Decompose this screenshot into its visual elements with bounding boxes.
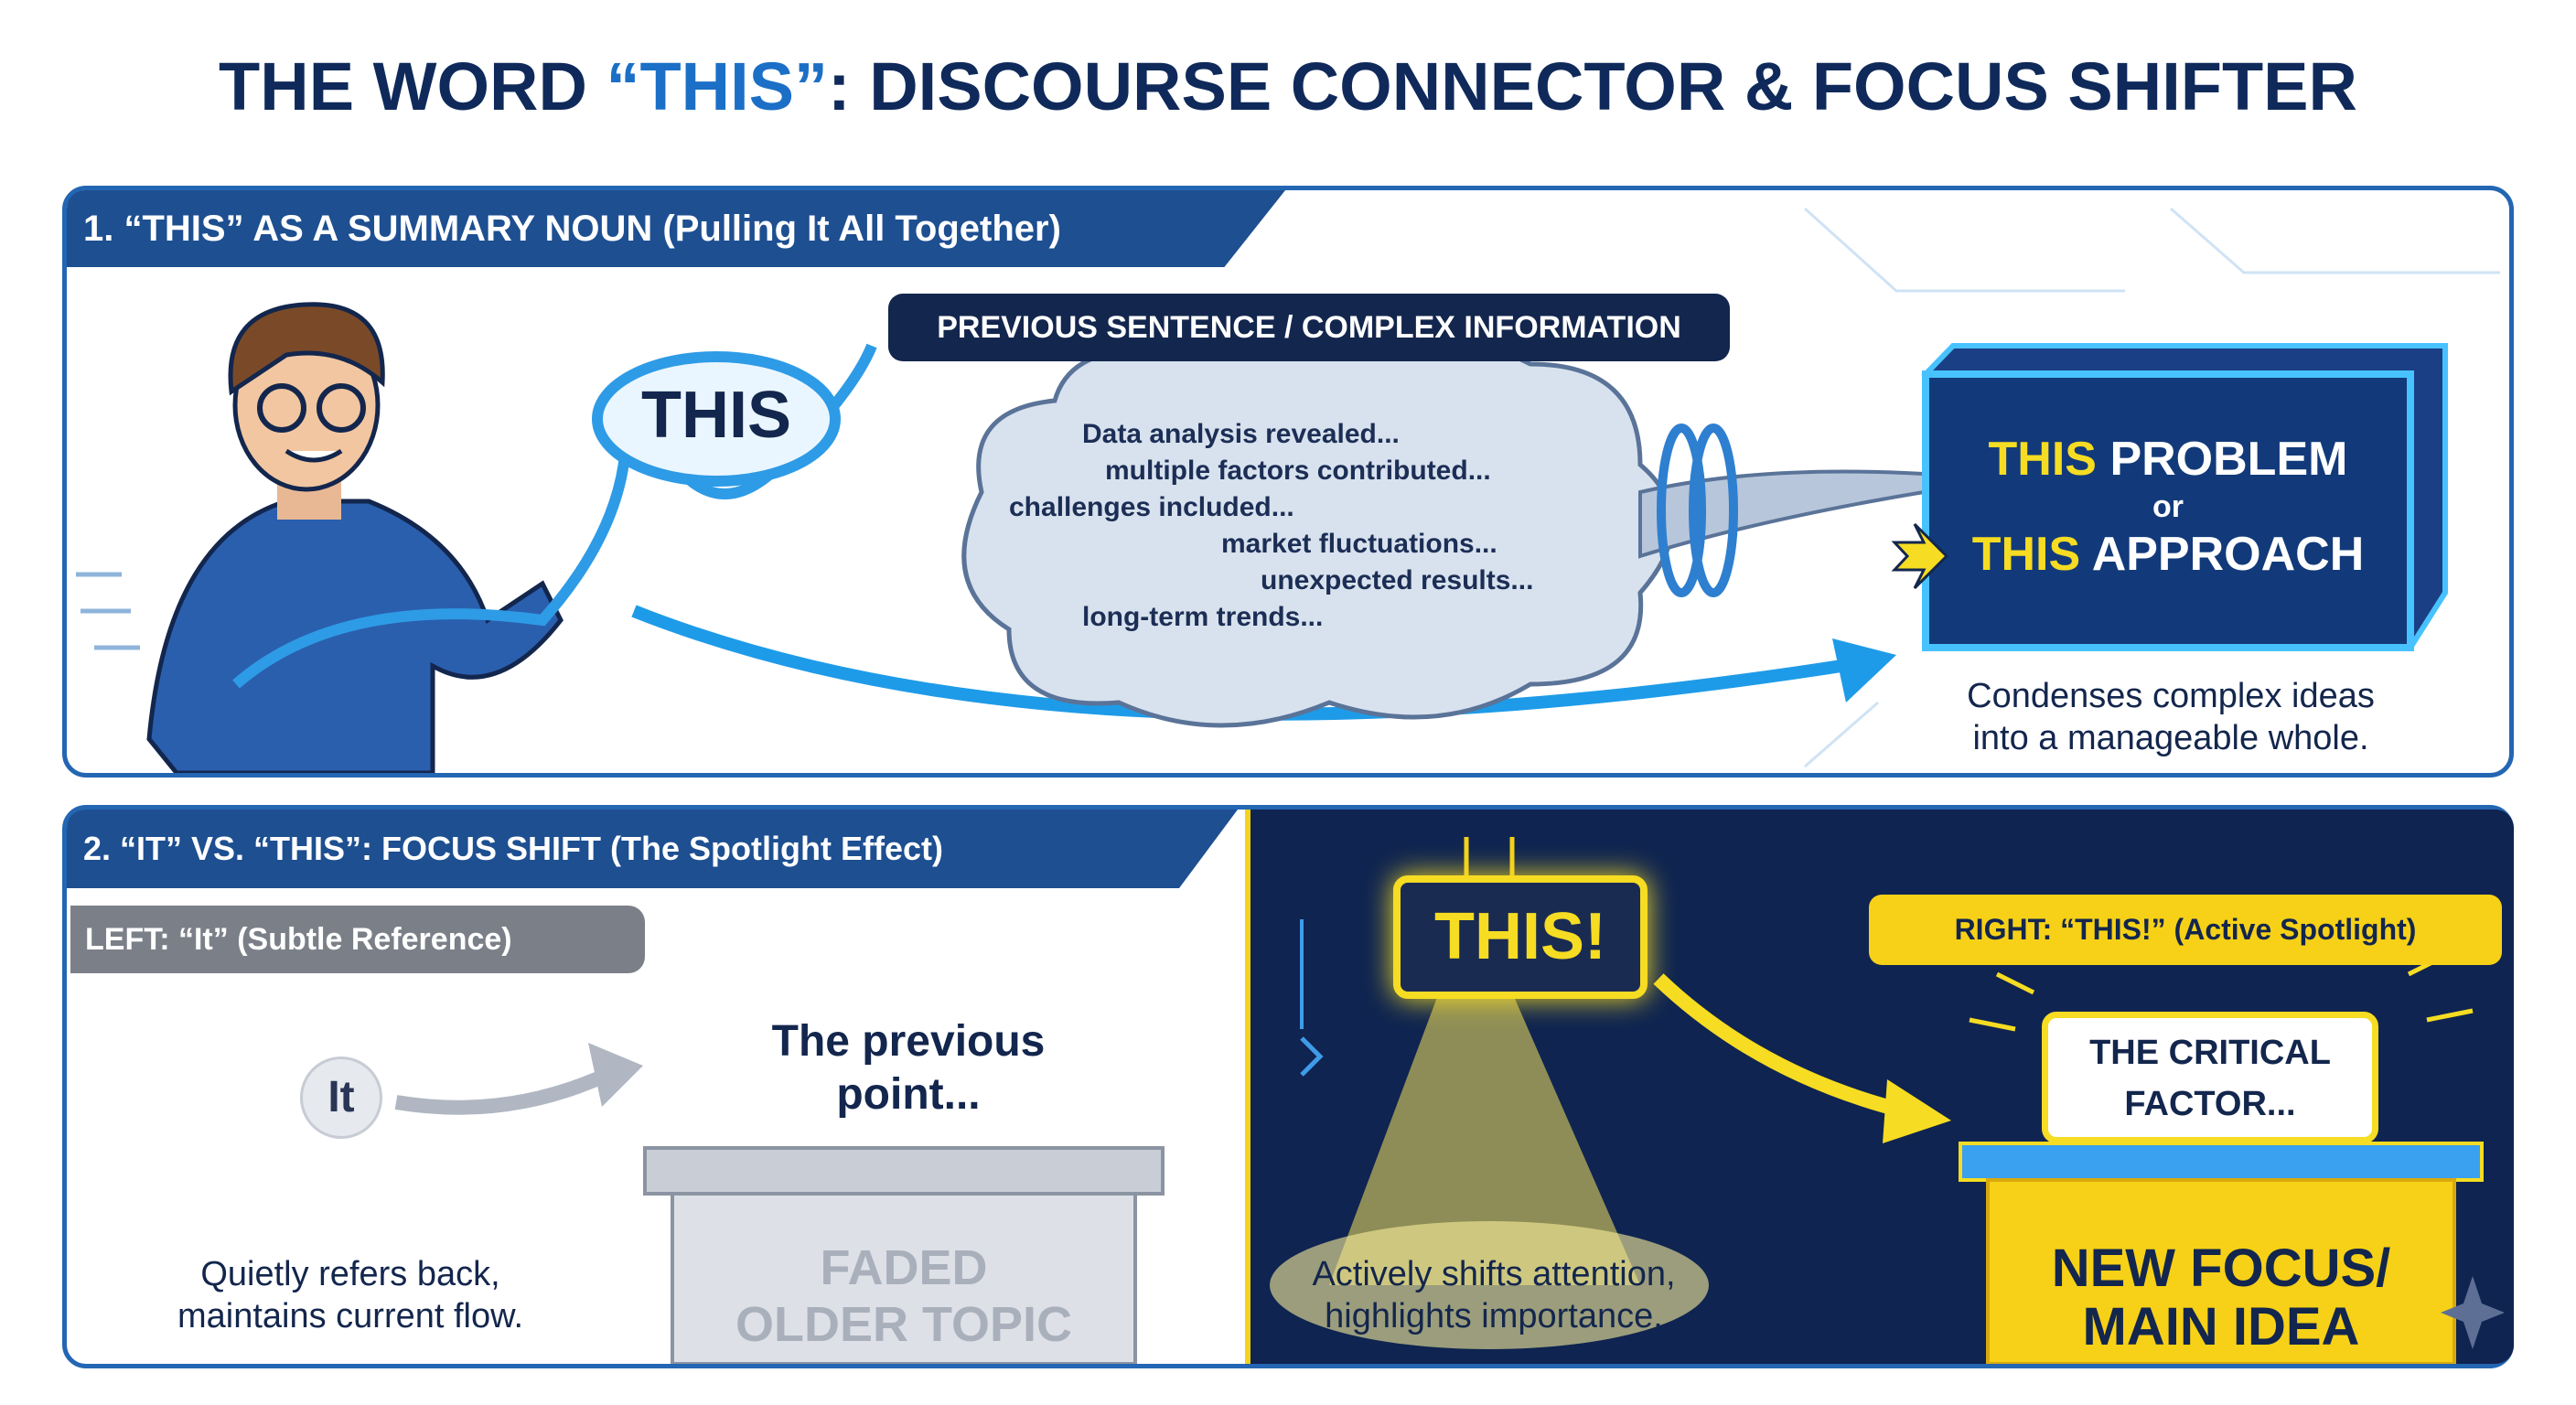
summary-caption: Condenses complex ideas into a manageable… xyxy=(1896,675,2445,759)
cloud-line: unexpected results... xyxy=(1261,565,1534,595)
cloud-line: Data analysis revealed... xyxy=(1082,419,1400,449)
grey-pedestal xyxy=(643,1146,1165,1364)
problem-word: PROBLEM xyxy=(2097,433,2348,486)
panel2-illustration xyxy=(394,837,2505,1364)
right-caption: Actively shifts attention, highlights imp… xyxy=(1247,1253,1741,1337)
cloud-line: challenges included... xyxy=(1009,492,1294,522)
previous-point-line: point... xyxy=(836,1070,981,1119)
cloud-line: market fluctuations... xyxy=(1221,529,1497,559)
left-label: LEFT: “It” (Subtle Reference) xyxy=(70,906,645,973)
cloud-line: multiple factors contributed... xyxy=(1105,456,1491,486)
new-focus-line: MAIN IDEA xyxy=(2082,1297,2360,1357)
sparkle-icon xyxy=(2441,1276,2505,1349)
page-title: THE WORD “THIS”: DISCOURSE CONNECTOR & F… xyxy=(0,46,2576,128)
spotlight-beam xyxy=(1329,992,1640,1285)
section1-header: 1. “THIS” AS A SUMMARY NOUN (Pulling It … xyxy=(67,190,1285,267)
approach-word: APPROACH xyxy=(2080,528,2365,581)
cloud-line: long-term trends... xyxy=(1082,602,1324,632)
caption-line: Quietly refers back, xyxy=(200,1255,500,1293)
funnel xyxy=(1638,469,1926,559)
previous-information-label: PREVIOUS SENTENCE / COMPLEX INFORMATION xyxy=(888,294,1730,361)
caption-line: highlights importance. xyxy=(1325,1297,1663,1335)
panel1-illustration xyxy=(76,207,2500,773)
cube-text: THIS PROBLEM or THIS APPROACH xyxy=(1926,430,2410,584)
caption-line: into a manageable whole. xyxy=(1972,719,2369,757)
caption-line: maintains current flow. xyxy=(177,1297,524,1335)
previous-point-line: The previous xyxy=(771,1017,1046,1066)
grey-arrow xyxy=(394,1067,610,1115)
critical-line: FACTOR... xyxy=(2124,1085,2296,1123)
title-highlight: “THIS” xyxy=(606,48,829,124)
or-word: or xyxy=(2152,489,2184,524)
left-caption: Quietly refers back, maintains current fl… xyxy=(103,1253,597,1337)
this-word: THIS xyxy=(1971,528,2081,581)
concept-cube xyxy=(1921,343,2448,652)
yellow-curved-arrow xyxy=(1653,973,1907,1119)
title-suffix: : DISCOURSE CONNECTOR & FOCUS SHIFTER xyxy=(828,48,2357,124)
summary-noun-panel: 1. “THIS” AS A SUMMARY NOUN (Pulling It … xyxy=(62,186,2514,778)
new-focus-line: NEW FOCUS/ xyxy=(2051,1239,2391,1298)
focus-shift-panel: 2. “IT” VS. “THIS”: FOCUS SHIFT (The Spo… xyxy=(62,805,2514,1368)
right-label: RIGHT: “THIS!” (Active Spotlight) xyxy=(1869,895,2502,965)
yellow-arrow-icon xyxy=(1891,522,1949,590)
pedestal-line: OLDER TOPIC xyxy=(735,1297,1073,1352)
caption-line: Actively shifts attention, xyxy=(1312,1255,1676,1293)
title-prefix: THE WORD xyxy=(219,48,606,124)
caption-line: Condenses complex ideas xyxy=(1967,677,2375,715)
this-sign: THIS! xyxy=(1393,875,1648,999)
bright-podium xyxy=(1959,1142,2484,1364)
cloud-shape xyxy=(961,322,1675,728)
lasso-this-label: THIS xyxy=(640,379,791,452)
critical-line: THE CRITICAL xyxy=(2089,1034,2331,1072)
it-bubble: It xyxy=(300,1056,382,1139)
lasso-loop xyxy=(592,351,841,487)
pedestal-line: FADED xyxy=(820,1240,988,1295)
this-word: THIS xyxy=(1988,433,2097,486)
new-focus-text: NEW FOCUS/MAIN IDEA xyxy=(1988,1239,2454,1357)
person-illustration xyxy=(76,302,564,773)
section2-header: 2. “IT” VS. “THIS”: FOCUS SHIFT (The Spo… xyxy=(67,810,1238,888)
critical-factor-box: THE CRITICAL FACTOR... xyxy=(2042,1012,2378,1143)
